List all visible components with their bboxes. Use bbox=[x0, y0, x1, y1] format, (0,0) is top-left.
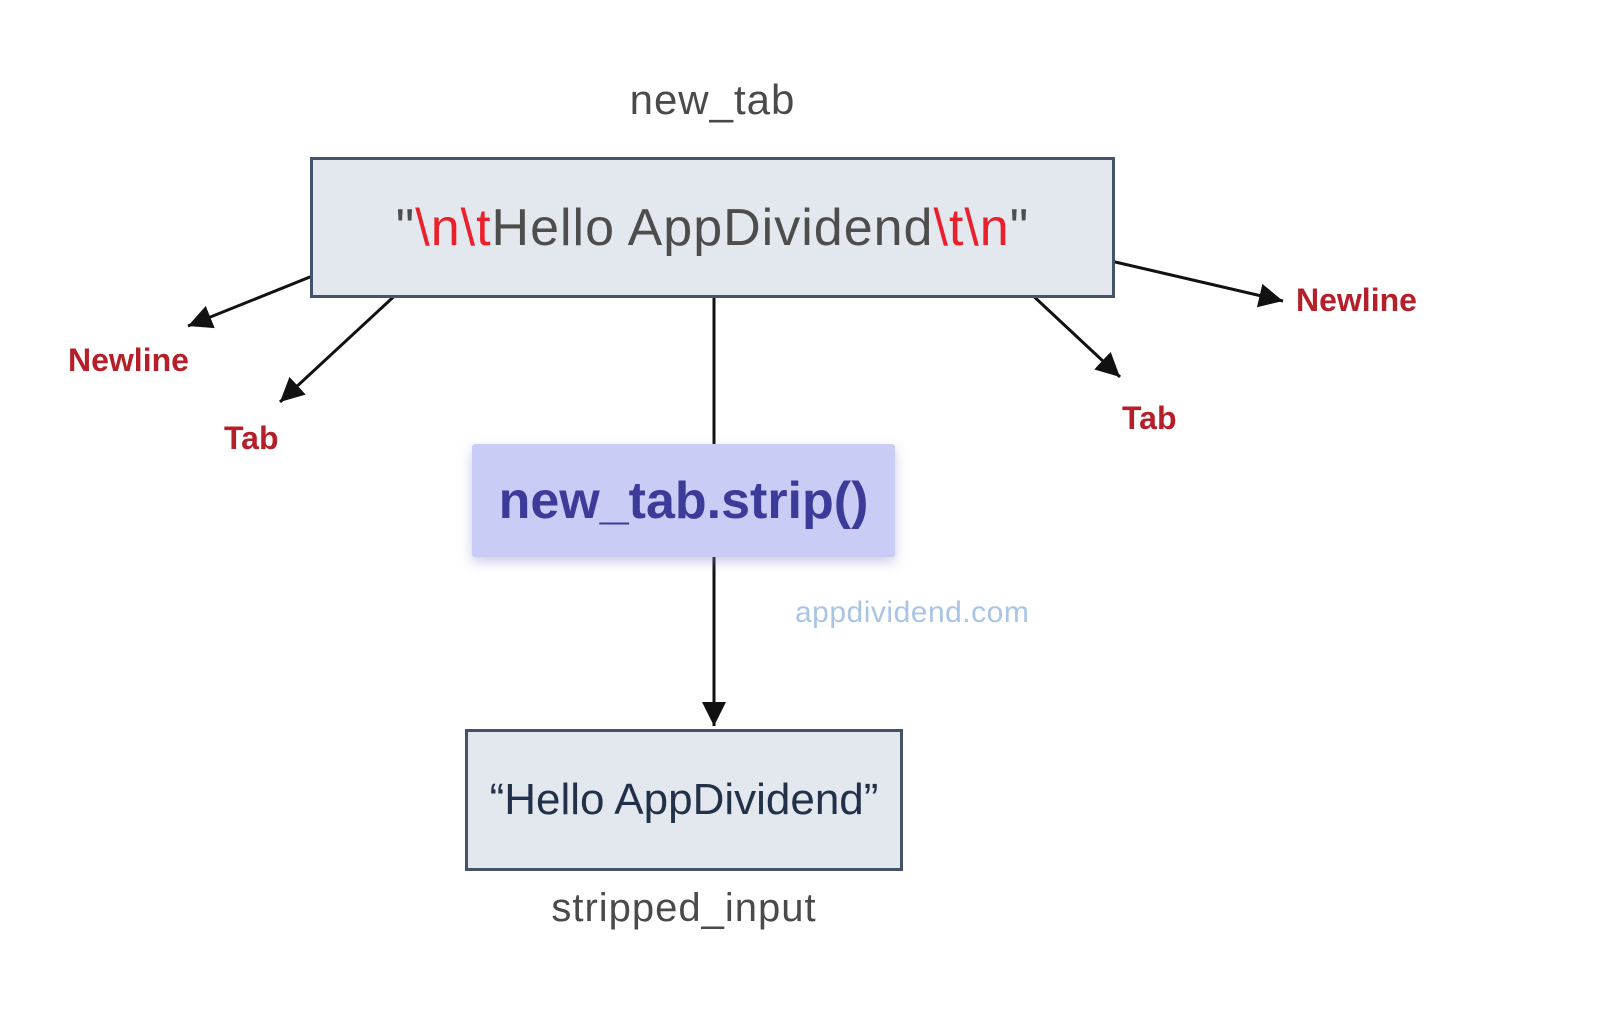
open-quote: " bbox=[395, 198, 416, 257]
input-variable-label: new_tab bbox=[629, 76, 796, 123]
watermark-text: appdividend.com bbox=[795, 596, 1030, 629]
method-call-box: new_tab.strip() bbox=[472, 444, 895, 557]
close-quote: " bbox=[1009, 198, 1030, 257]
annotation-tab-right: Tab bbox=[1122, 400, 1177, 436]
trailing-escape-sequences: \t\n bbox=[933, 198, 1010, 257]
string-content: Hello AppDividend bbox=[491, 198, 934, 257]
output-variable-label: stripped_input bbox=[551, 886, 817, 930]
leading-escape-sequences: \n\t bbox=[415, 198, 492, 257]
annotation-newline-right: Newline bbox=[1296, 282, 1417, 318]
output-string-box: “Hello AppDividend” bbox=[465, 729, 903, 871]
annotation-newline-left: Newline bbox=[68, 342, 189, 378]
annotation-tab-left: Tab bbox=[224, 420, 279, 456]
